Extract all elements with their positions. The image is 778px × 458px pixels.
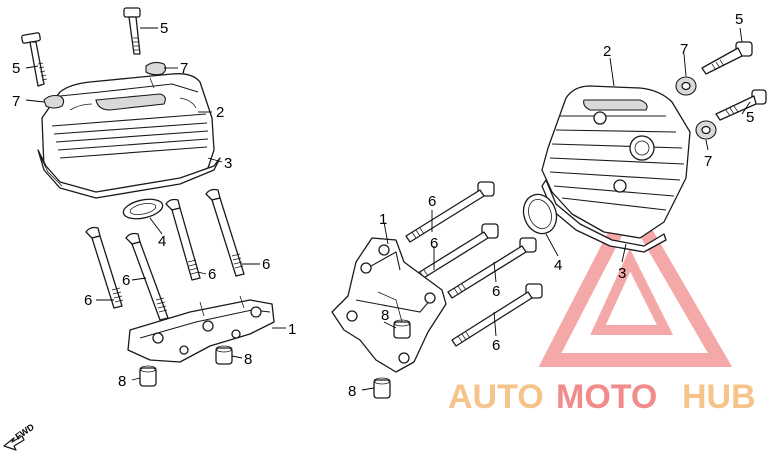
- left-washer-7a: [43, 94, 65, 109]
- left-bolt-6d: [205, 188, 245, 277]
- callout-numbers: 5 7 5 7 2 3 4 6 6 6 6 1 8 8 5 7 2 5 7 3 …: [12, 11, 754, 400]
- right-bolt-6c: [447, 237, 537, 299]
- left-bolt-5a: [21, 32, 48, 87]
- callout-8: 8: [348, 383, 356, 400]
- callout-8: 8: [118, 373, 126, 390]
- callout-6: 6: [84, 292, 92, 309]
- callout-7: 7: [12, 93, 20, 110]
- left-cover-gasket: [37, 149, 221, 199]
- left-dowel-8a: [139, 365, 157, 387]
- left-washer-7b: [145, 61, 167, 76]
- callout-6: 6: [208, 266, 216, 283]
- right-washer-7a: [675, 76, 697, 96]
- left-dowel-8b: [215, 345, 233, 365]
- right-bolt-6d: [451, 283, 543, 347]
- callout-3: 3: [618, 265, 626, 282]
- callout-4: 4: [158, 233, 166, 250]
- fwd-arrow-icon: [3, 435, 25, 451]
- callout-6: 6: [262, 256, 270, 273]
- callout-8: 8: [244, 351, 252, 368]
- callout-5: 5: [12, 60, 20, 77]
- callout-2: 2: [216, 104, 224, 121]
- right-dowel-8a: [393, 319, 411, 339]
- watermark-text: AUTO MOTO HUB: [448, 378, 756, 416]
- callout-7: 7: [180, 60, 188, 77]
- callout-1: 1: [288, 321, 296, 338]
- right-head-cover: [541, 85, 691, 239]
- right-o-ring: [522, 193, 558, 235]
- left-bolt-6a: [85, 226, 124, 309]
- callout-5: 5: [746, 109, 754, 126]
- callout-7: 7: [680, 41, 688, 58]
- left-o-ring-gasket: [122, 198, 164, 220]
- left-head-cover: [41, 73, 215, 197]
- fwd-label: FWD: [13, 421, 36, 441]
- watermark-logo: [538, 190, 733, 367]
- right-bolt-5a: [701, 41, 753, 75]
- right-dowel-8b: [373, 377, 391, 399]
- callout-6: 6: [492, 283, 500, 300]
- callout-4: 4: [554, 257, 562, 274]
- callout-2: 2: [603, 43, 611, 60]
- callout-6: 6: [430, 235, 438, 252]
- callout-6: 6: [492, 337, 500, 354]
- callout-8: 8: [381, 307, 389, 324]
- callout-6: 6: [428, 193, 436, 210]
- right-washer-7b: [695, 120, 717, 140]
- left-rocker-bracket: [127, 295, 275, 363]
- leader-lines: [25, 27, 751, 391]
- watermark-hub: HUB: [682, 378, 756, 416]
- callout-5: 5: [735, 11, 743, 28]
- left-bolt-6c: [165, 198, 201, 281]
- right-bolt-5b: [715, 89, 767, 121]
- callout-1: 1: [379, 211, 387, 228]
- right-bolt-6a: [405, 181, 495, 243]
- callout-7: 7: [704, 153, 712, 170]
- right-rocker-bracket: [331, 237, 447, 373]
- watermark-moto: MOTO: [556, 378, 657, 416]
- watermark-auto: AUTO: [448, 378, 544, 416]
- callout-6: 6: [122, 272, 130, 289]
- callout-5: 5: [160, 20, 168, 37]
- callout-3: 3: [224, 155, 232, 172]
- left-bolt-5b: [123, 7, 141, 55]
